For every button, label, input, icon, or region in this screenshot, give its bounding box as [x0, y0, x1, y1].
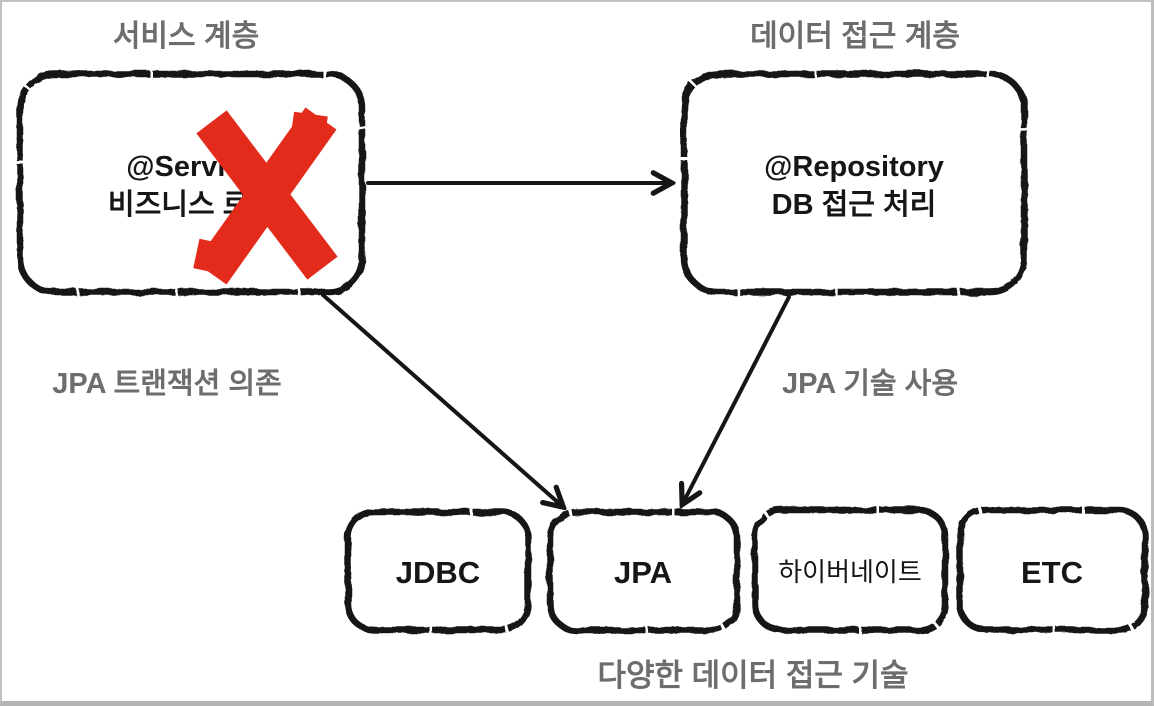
jpa-box: [546, 508, 741, 634]
red-cross-icon: [193, 107, 338, 285]
jdbc-box: [344, 508, 532, 634]
jpa-transaction-dependency-label: JPA 트랜잭션 의존: [52, 367, 281, 400]
repository-annotation: @Repository: [764, 151, 944, 183]
jpa-technology-usage-label: JPA 기술 사용: [782, 367, 958, 400]
repository-box: [680, 70, 1028, 296]
hibernate-box: [751, 506, 949, 634]
hibernate-label: 하이버네이트: [778, 557, 922, 587]
service-to-jpa-arrow: [321, 293, 562, 506]
data-access-layer-title: 데이터 접근 계층: [750, 20, 960, 53]
data-access-technologies-caption: 다양한 데이터 접근 기술: [597, 658, 908, 693]
jpa-label: JPA: [614, 555, 672, 590]
etc-label: ETC: [1021, 555, 1083, 590]
service-layer-title: 서비스 계층: [113, 20, 259, 53]
sketch-boxes: [16, 70, 1149, 634]
repository-to-jpa-arrow: [683, 295, 791, 503]
jdbc-label: JDBC: [396, 555, 480, 590]
etc-box: [956, 506, 1149, 634]
repository-description: DB 접근 처리: [772, 188, 937, 221]
